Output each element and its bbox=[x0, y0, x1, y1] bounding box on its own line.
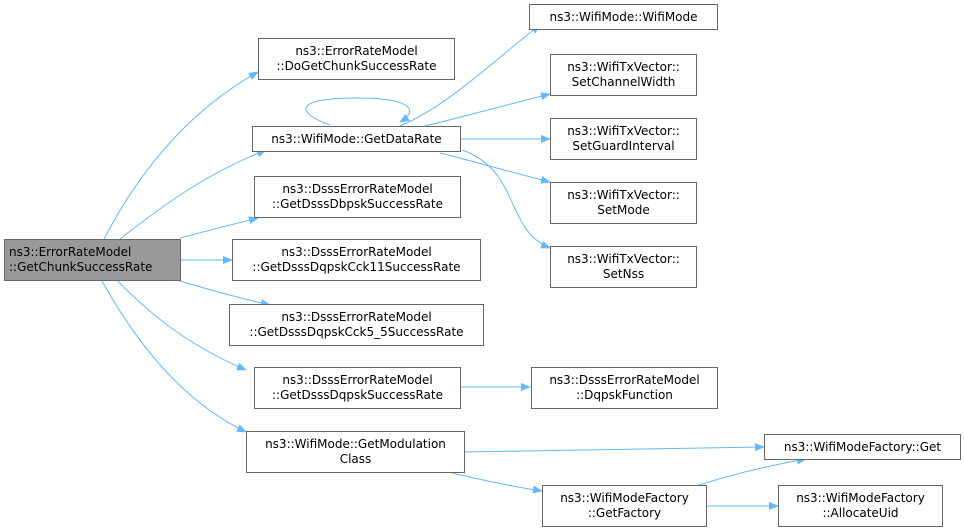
node-label-line: ns3::WifiTxVector:: bbox=[567, 60, 680, 74]
node-label-line: ::GetDsssDqpskSuccessRate bbox=[272, 388, 443, 402]
node-root-get-chunk-success-rate[interactable]: ns3::ErrorRateModel ::GetChunkSuccessRat… bbox=[4, 239, 181, 281]
node-label-line: ::GetChunkSuccessRate bbox=[9, 260, 153, 274]
node-label-line: ns3::WifiTxVector:: bbox=[567, 188, 680, 202]
edge-root-get-data-rate bbox=[119, 149, 267, 240]
node-label-line: SetMode bbox=[597, 203, 650, 217]
node-label-line: ::GetFactory bbox=[587, 506, 662, 520]
node-label-line: ::GetDsssDbpskSuccessRate bbox=[272, 197, 443, 211]
node-label-line: ns3::WifiModeFactory bbox=[560, 491, 689, 505]
node-label-line: SetGuardInterval bbox=[572, 139, 675, 153]
node-get-dsss-dqpsk-success-rate[interactable]: ns3::DsssErrorRateModel ::GetDsssDqpskSu… bbox=[254, 367, 461, 409]
node-label-line: ns3::ErrorRateModel bbox=[9, 245, 132, 259]
node-label-line: ns3::WifiModeFactory::Get bbox=[783, 439, 942, 454]
node-get-dsss-dqpsk-cck5-5-success-rate[interactable]: ns3::DsssErrorRateModel ::GetDsssDqpskCc… bbox=[229, 304, 484, 346]
node-get-data-rate[interactable]: ns3::WifiMode::GetDataRate bbox=[252, 126, 461, 152]
node-label-line: ns3::DsssErrorRateModel bbox=[281, 245, 432, 259]
node-allocate-uid[interactable]: ns3::WifiModeFactory ::AllocateUid bbox=[778, 485, 943, 527]
node-label-line: ns3::DsssErrorRateModel bbox=[282, 373, 433, 387]
edge-get-factory-factory-get bbox=[689, 456, 807, 489]
node-wifi-mode-factory-get[interactable]: ns3::WifiModeFactory::Get bbox=[764, 434, 961, 460]
node-label-line: ::DoGetChunkSuccessRate bbox=[276, 59, 437, 73]
node-label-line: ns3::WifiTxVector:: bbox=[567, 252, 680, 266]
edge-get-modulation-class-factory-get bbox=[463, 443, 765, 453]
edge-get-data-rate-set-channel-width bbox=[424, 92, 551, 127]
node-get-factory[interactable]: ns3::WifiModeFactory ::GetFactory bbox=[542, 485, 707, 527]
node-label-line: ns3::DsssErrorRateModel bbox=[549, 373, 700, 387]
node-set-guard-interval[interactable]: ns3::WifiTxVector:: SetGuardInterval bbox=[550, 118, 697, 160]
node-label-line: ns3::DsssErrorRateModel bbox=[281, 310, 432, 324]
node-set-channel-width[interactable]: ns3::WifiTxVector:: SetChannelWidth bbox=[550, 54, 697, 96]
edge-get-data-rate-set-nss bbox=[461, 149, 551, 249]
node-dqpsk-function[interactable]: ns3::DsssErrorRateModel ::DqpskFunction bbox=[531, 367, 718, 409]
edge-get-data-rate-self bbox=[305, 97, 411, 126]
edge-root-get-modulation-class bbox=[101, 280, 247, 433]
node-wifi-mode-constructor[interactable]: ns3::WifiMode::WifiMode bbox=[529, 4, 718, 30]
node-label-line: ns3::WifiMode::WifiMode bbox=[549, 9, 698, 24]
node-label-line: Class bbox=[339, 452, 372, 466]
node-label-line: ns3::WifiMode::GetDataRate bbox=[271, 131, 442, 146]
edge-get-data-rate-set-mode bbox=[439, 152, 551, 184]
node-get-dsss-dbpsk-success-rate[interactable]: ns3::DsssErrorRateModel ::GetDsssDbpskSu… bbox=[254, 176, 461, 218]
edge-root-cck55 bbox=[179, 280, 271, 307]
edge-root-dqpsk bbox=[117, 280, 247, 371]
node-label-line: ns3::WifiTxVector:: bbox=[567, 124, 680, 138]
edge-root-do-get-chunk bbox=[103, 71, 259, 240]
node-set-nss[interactable]: ns3::WifiTxVector:: SetNss bbox=[550, 246, 697, 288]
node-label-line: ::AllocateUid bbox=[822, 506, 899, 520]
node-label-line: ::DqpskFunction bbox=[576, 388, 673, 402]
node-label-line: ns3::DsssErrorRateModel bbox=[282, 182, 433, 196]
node-label-line: SetNss bbox=[602, 267, 645, 281]
node-get-modulation-class[interactable]: ns3::WifiMode::GetModulation Class bbox=[246, 431, 465, 473]
edge-get-data-rate-wifi-mode bbox=[399, 24, 541, 127]
node-label-line: ns3::ErrorRateModel bbox=[295, 44, 418, 58]
node-get-dsss-dqpsk-cck11-success-rate[interactable]: ns3::DsssErrorRateModel ::GetDsssDqpskCc… bbox=[232, 239, 481, 281]
node-set-mode[interactable]: ns3::WifiTxVector:: SetMode bbox=[550, 182, 697, 224]
node-label-line: SetChannelWidth bbox=[571, 75, 676, 89]
node-label-line: ns3::WifiModeFactory bbox=[796, 491, 925, 505]
node-do-get-chunk-success-rate[interactable]: ns3::ErrorRateModel ::DoGetChunkSuccessR… bbox=[258, 38, 455, 80]
node-label-line: ns3::WifiMode::GetModulation bbox=[265, 437, 446, 451]
node-label-line: ::GetDsssDqpskCck5_5SuccessRate bbox=[249, 325, 464, 339]
node-label-line: ::GetDsssDqpskCck11SuccessRate bbox=[252, 260, 461, 274]
edge-root-dbpsk bbox=[179, 216, 259, 239]
edge-get-modulation-class-get-factory bbox=[439, 469, 543, 494]
